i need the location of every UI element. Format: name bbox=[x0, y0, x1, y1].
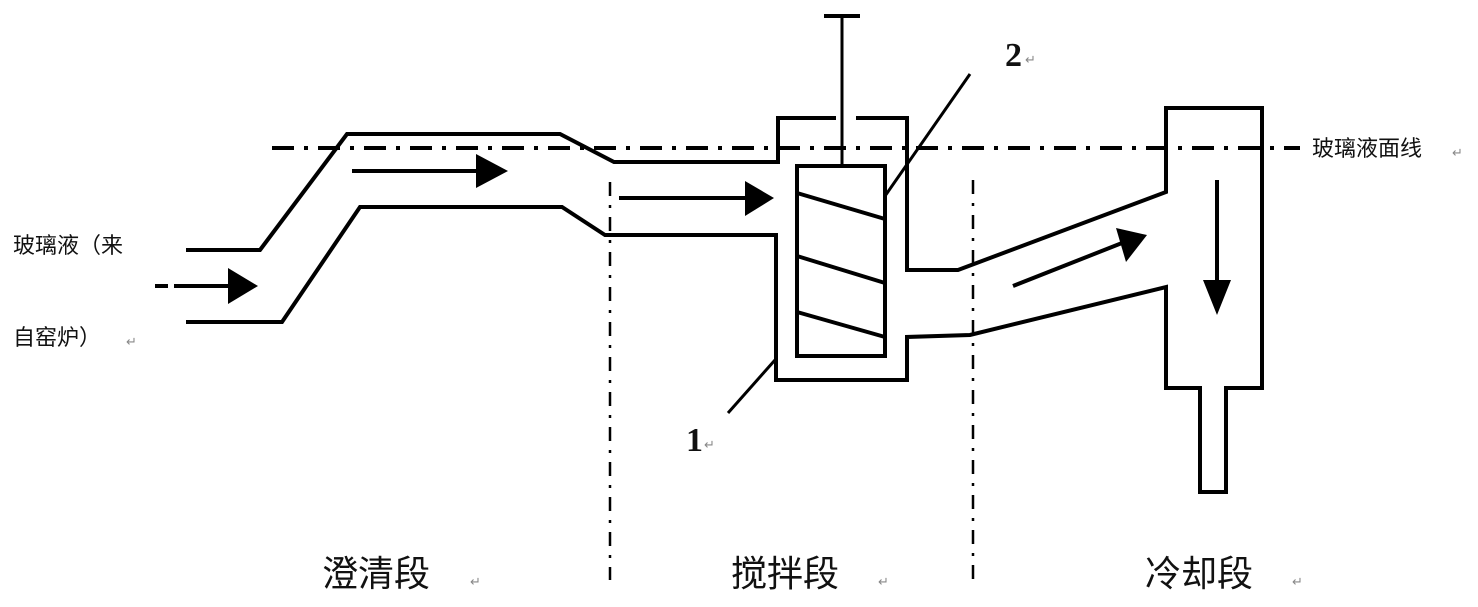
cooling-incline-flow-arrow bbox=[1012, 228, 1147, 288]
cooling-down-flow-arrow bbox=[1203, 180, 1231, 315]
paragraph-mark: ↵ bbox=[1452, 146, 1463, 161]
callout-2-label: 2 bbox=[1005, 37, 1022, 74]
channel-upper-wall bbox=[186, 116, 836, 252]
paragraph-mark: ↵ bbox=[704, 438, 715, 453]
section-label-stirring: 搅拌段 bbox=[731, 554, 839, 595]
paragraph-mark: ↵ bbox=[126, 335, 137, 350]
stirrer-blade-3 bbox=[796, 310, 886, 339]
paragraph-mark: ↵ bbox=[1025, 53, 1036, 68]
paragraph-mark: ↵ bbox=[1292, 575, 1303, 590]
stirrer-blade-1 bbox=[796, 191, 886, 221]
inlet-label-line2: 自窑炉） bbox=[13, 326, 101, 351]
channel-lower-and-outlet-wall bbox=[186, 106, 1264, 494]
glass-level-label: 玻璃液面线 bbox=[1312, 137, 1422, 162]
paragraph-mark: ↵ bbox=[470, 575, 481, 590]
paragraph-mark: ↵ bbox=[878, 575, 889, 590]
section-label-cooling: 冷却段 bbox=[1145, 554, 1253, 595]
callout-1-leader bbox=[726, 359, 777, 414]
stirrer-blade-2 bbox=[796, 254, 886, 285]
section-label-clarification: 澄清段 bbox=[322, 554, 430, 595]
clarification-flow-arrow bbox=[352, 154, 508, 188]
stirrer-body bbox=[795, 164, 887, 358]
stirring-flow-arrow bbox=[619, 181, 774, 216]
callout-1-label: 1 bbox=[686, 422, 703, 459]
callout-2-leader bbox=[883, 73, 972, 197]
inlet-flow-arrow bbox=[155, 268, 258, 304]
inlet-label-line1: 玻璃液（来 bbox=[13, 234, 123, 259]
